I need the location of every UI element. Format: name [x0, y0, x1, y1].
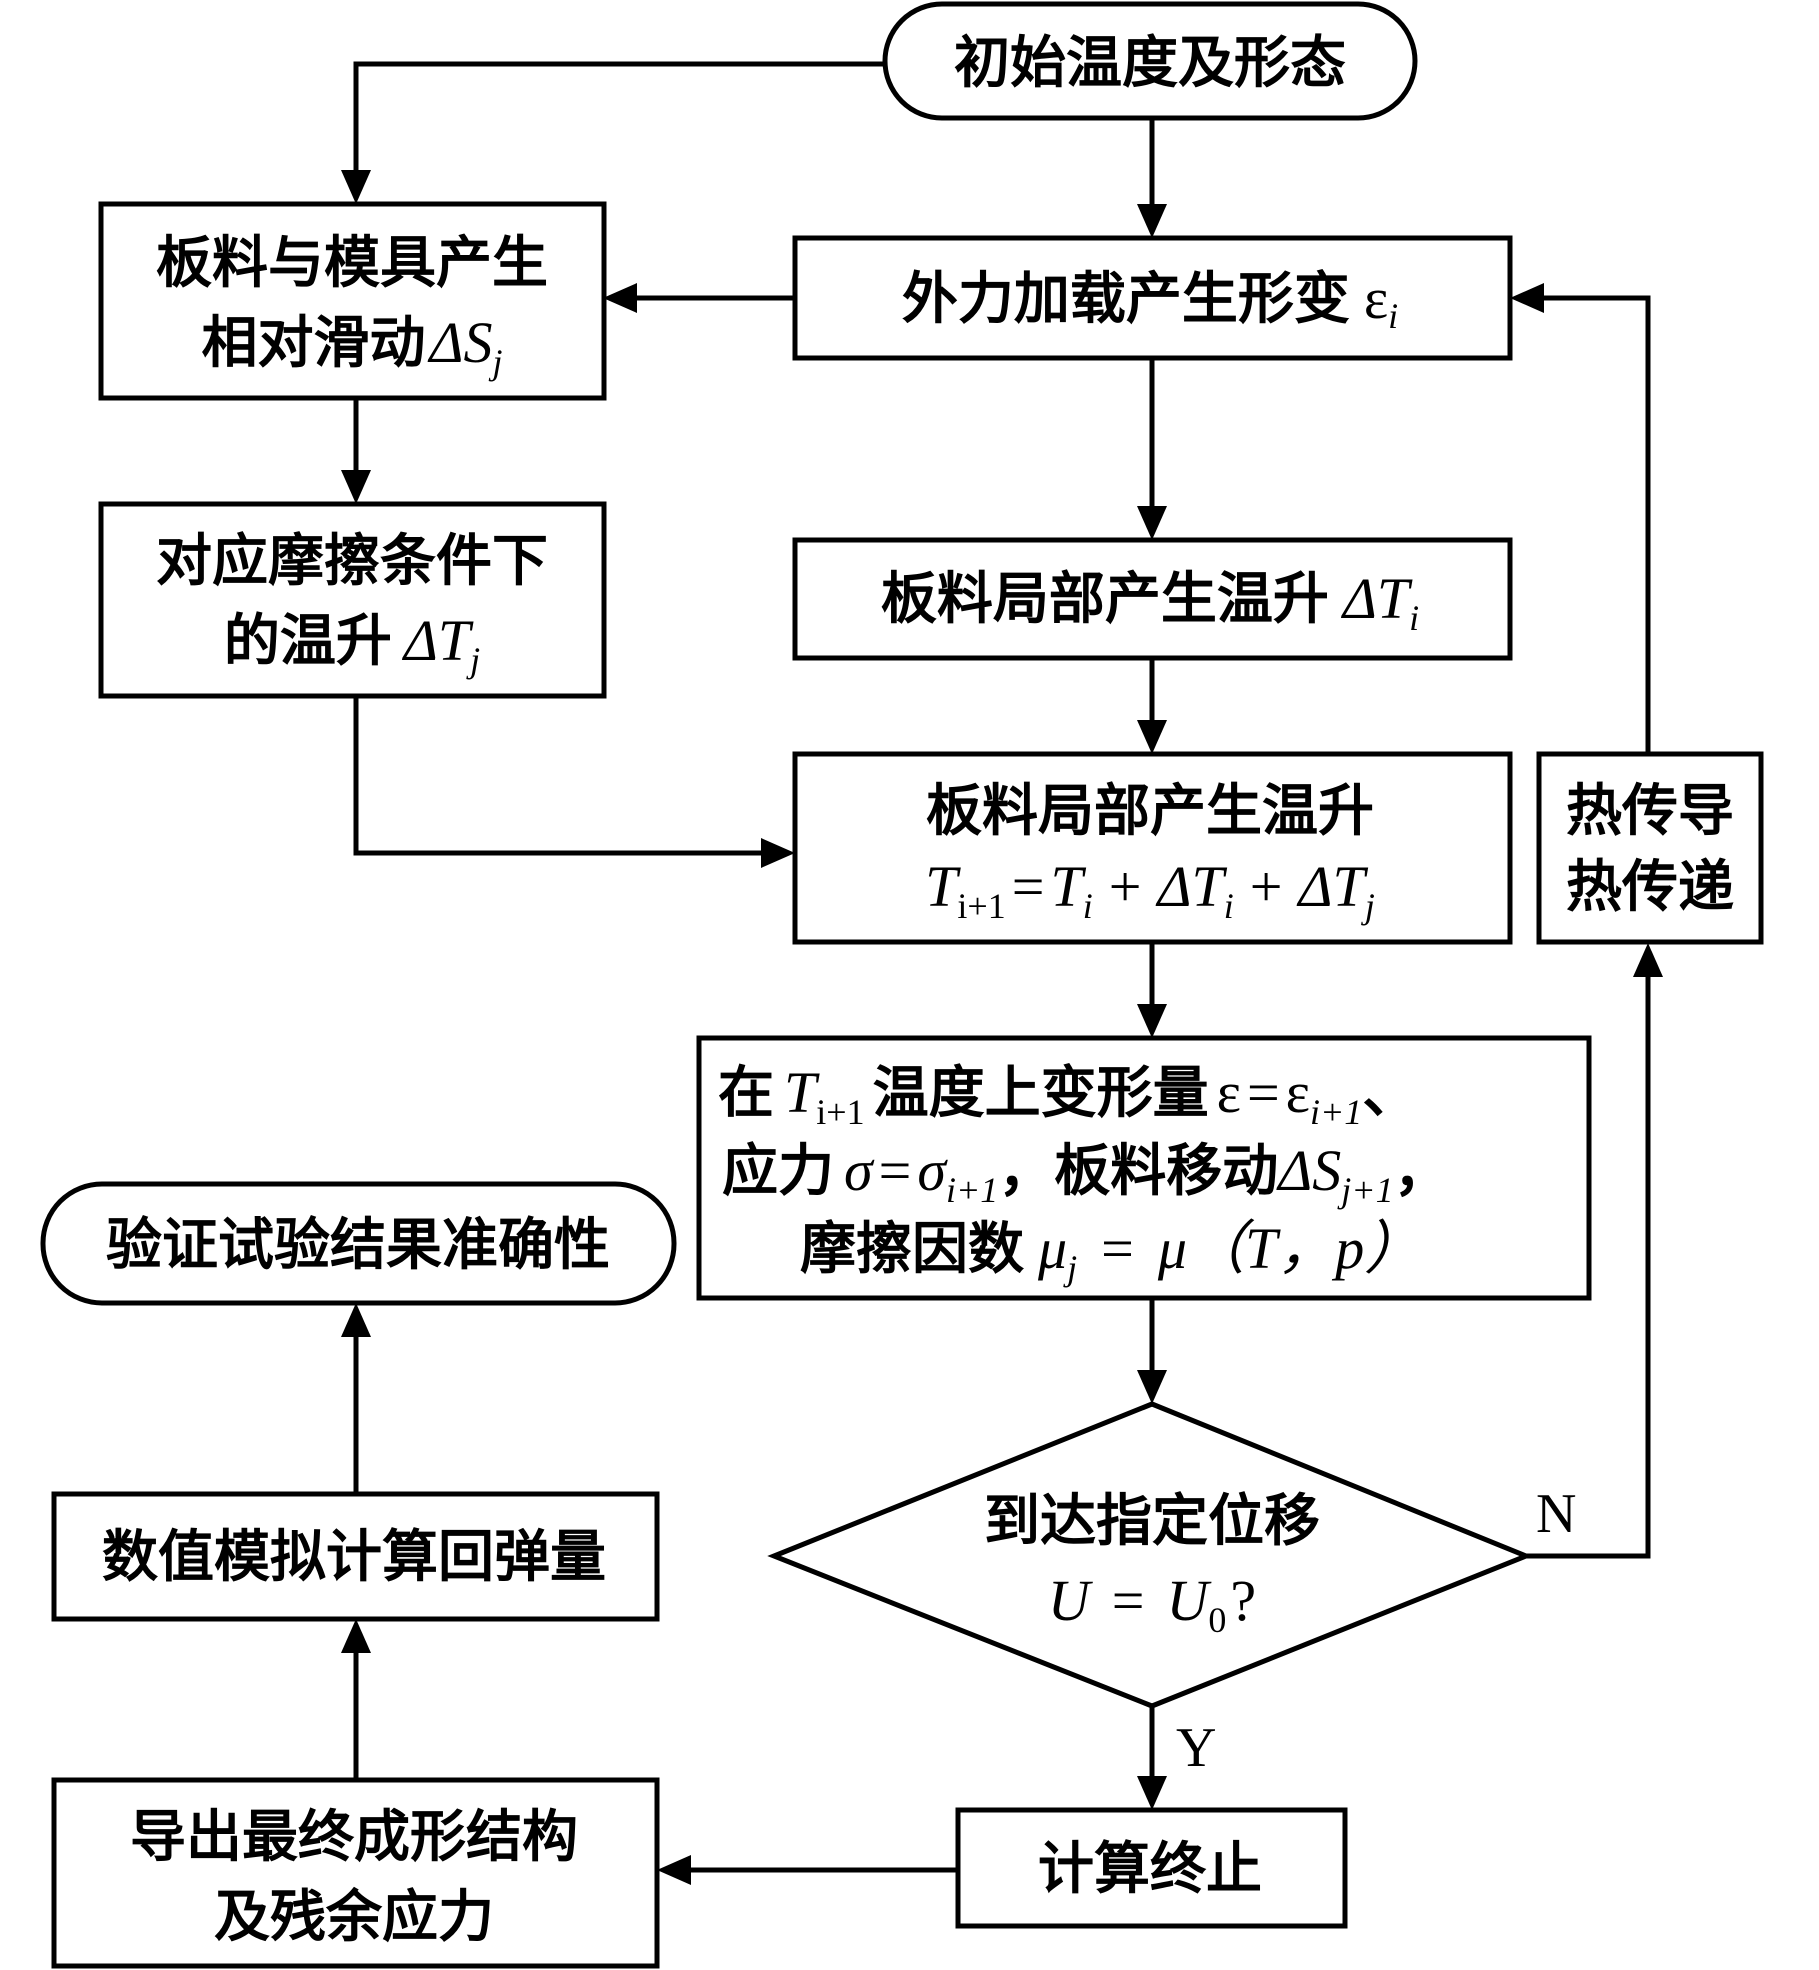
- node-export: [51, 1777, 660, 1969]
- edge-fric-to-total: [353, 696, 770, 856]
- node-total-label-1: 板料局部产生温升: [926, 778, 1374, 844]
- edge-start-to-slide: [353, 61, 885, 178]
- arrowhead: [1137, 506, 1167, 540]
- node-start-label: 初始温度及形态: [954, 30, 1346, 96]
- arrowhead: [341, 470, 371, 504]
- arrowhead: [1137, 1004, 1167, 1038]
- arrowhead: [341, 1619, 371, 1653]
- arrowhead: [1137, 1776, 1167, 1810]
- node-slide-label-1: 板料与模具产生: [156, 230, 548, 296]
- arrowhead: [657, 1855, 691, 1885]
- node-export-label-2: 及残余应力: [214, 1884, 494, 1950]
- node-verify: [40, 1181, 677, 1306]
- arrowhead: [1633, 943, 1663, 977]
- node-heat-transfer: [1536, 751, 1764, 945]
- label-yes: Y: [1176, 1717, 1216, 1779]
- node-springback: [51, 1491, 660, 1622]
- node-stop: [955, 1807, 1348, 1929]
- arrowhead: [341, 170, 371, 204]
- arrowhead: [1137, 204, 1167, 238]
- node-heat-label-2: 热传递: [1566, 854, 1734, 920]
- arrowhead: [1137, 720, 1167, 754]
- node-slide: [98, 201, 607, 401]
- node-total-temp: [792, 751, 1513, 945]
- node-stop-label: 计算终止: [1038, 1836, 1262, 1902]
- arrowhead: [1137, 1370, 1167, 1404]
- node-verify-label: 验证试验结果准确性: [106, 1212, 610, 1278]
- arrowhead: [1510, 283, 1544, 313]
- arrowhead: [341, 1303, 371, 1337]
- node-start: [882, 1, 1418, 121]
- arrowhead: [603, 283, 637, 313]
- node-decision-label-2: U=U0?: [1048, 1568, 1256, 1640]
- node-friction-temp: [98, 501, 607, 699]
- node-decision-label-1: 到达指定位移: [984, 1488, 1320, 1554]
- edge-heat-to-deform: [1536, 295, 1651, 754]
- label-no: N: [1536, 1483, 1576, 1545]
- node-export-label-1: 导出最终成形结构: [130, 1804, 578, 1870]
- node-heat-label-1: 热传导: [1566, 778, 1734, 844]
- node-friction-label-1: 对应摩擦条件下: [156, 528, 548, 594]
- edge-decision-to-heat: [1526, 969, 1651, 1559]
- node-local-rise: [792, 537, 1513, 661]
- node-state-update: [696, 1035, 1592, 1301]
- node-total-formula: Ti+1=Ti+ΔTi+ΔTj: [925, 854, 1375, 926]
- node-decision: [767, 1401, 1533, 1709]
- node-slide-label-2: 相对滑动ΔSj: [201, 310, 502, 382]
- arrowhead: [761, 838, 795, 868]
- node-springback-label: 数值模拟计算回弹量: [102, 1524, 606, 1590]
- node-deform: [792, 235, 1513, 361]
